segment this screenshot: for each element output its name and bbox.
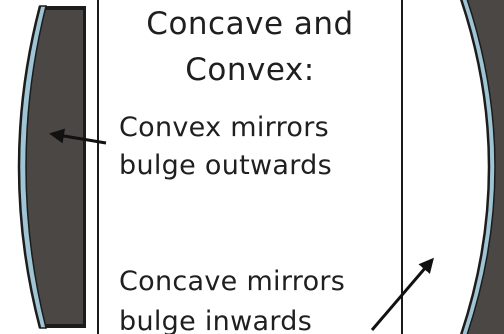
convex-mirror <box>17 5 86 329</box>
concave-mirror <box>459 0 504 334</box>
text-card: Concave and Convex: Convex mirrors bulge… <box>97 0 403 334</box>
title-line-2: Convex: <box>185 52 315 88</box>
concave-note-line-1: Concave mirrors <box>119 266 346 297</box>
title-line-1: Concave and <box>146 6 354 42</box>
concave-note-line-2: bulge inwards <box>119 306 313 334</box>
convex-note-line-1: Convex mirrors <box>119 112 329 143</box>
convex-note-line-2: bulge outwards <box>119 150 332 181</box>
